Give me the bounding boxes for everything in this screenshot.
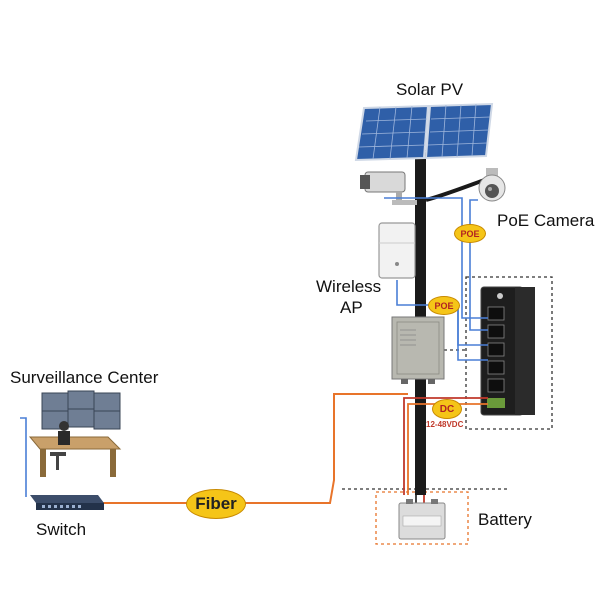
- battery-icon: [398, 499, 446, 540]
- fiber-line: [102, 393, 408, 504]
- switch-label: Switch: [36, 520, 87, 539]
- solar-panel-icon: [354, 102, 494, 162]
- surveillance-center-label: Surveillance Center: [10, 368, 159, 387]
- poe-tag-lower: POE: [428, 296, 460, 315]
- wireless-ap-label-line2: AP: [340, 298, 363, 317]
- cabinet-icon: [391, 316, 445, 384]
- surveillance-center-icon: [20, 390, 122, 497]
- ptz-camera-icon: [478, 168, 506, 202]
- dc-tag: DC: [432, 399, 462, 419]
- voltage-label: 12-48VDC: [426, 420, 464, 429]
- wireless-ap-icon: [378, 222, 416, 279]
- poe-tag-upper: POE: [454, 224, 486, 243]
- solar-pv-label: Solar PV: [396, 80, 464, 99]
- switch-enclosure-box: [465, 276, 553, 430]
- poe-camera-label: PoE Camera: [497, 211, 595, 230]
- network-switch-icon: [30, 495, 104, 510]
- poe-switch-icon: [480, 286, 535, 416]
- fiber-tag: Fiber: [186, 489, 246, 519]
- bullet-camera-icon: [360, 171, 417, 205]
- wireless-ap-label-line1: Wireless: [316, 277, 382, 296]
- battery-label: Battery: [478, 510, 532, 529]
